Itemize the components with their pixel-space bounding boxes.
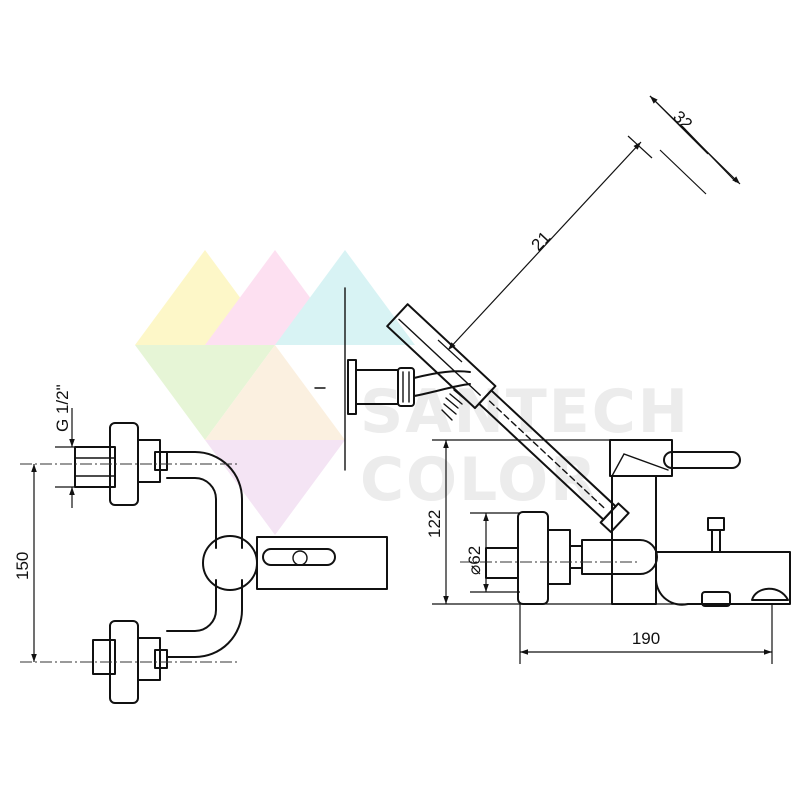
side-view [432, 439, 791, 607]
length-label: 190 [632, 629, 660, 648]
handshower-width-dimension: 32 [649, 95, 741, 195]
aerator [701, 591, 731, 607]
handshower-length-label: 21 [528, 228, 555, 255]
lever-pin [292, 550, 308, 566]
lower-elbow-outer [166, 579, 243, 658]
upper-elbow-inner [166, 477, 217, 549]
center-distance-dimension: 150 [13, 464, 37, 662]
height-label: 122 [425, 510, 444, 538]
center-distance-label: 150 [13, 552, 32, 580]
diameter-label: ⌀62 [465, 546, 484, 575]
watermark-line-2: COLOR [360, 445, 598, 515]
side-lever [663, 451, 741, 469]
diverter-knob [707, 517, 725, 531]
length-dimension: 190 [519, 604, 773, 664]
mixer-body-circle [202, 535, 258, 591]
upper-elbow-outer [166, 451, 243, 549]
thread-dimension: G 1/2" [53, 384, 95, 508]
hand-shower-cap [599, 502, 630, 534]
handshower-length-dimension: 21 [437, 135, 653, 363]
height-dimension: 122 [425, 440, 449, 604]
handshower-width-label: 32 [669, 107, 696, 134]
side-spout [655, 551, 791, 606]
diameter-dimension: ⌀62 [465, 513, 489, 592]
thread-label: G 1/2" [53, 384, 72, 432]
lower-elbow-inner [166, 579, 217, 632]
diverter-stem [711, 529, 721, 553]
hose-upper [413, 370, 471, 379]
watermark: SANTECH COLOR [135, 250, 688, 535]
side-pipe [581, 539, 658, 575]
front-view [20, 422, 388, 704]
side-connector-flange [517, 511, 549, 605]
spout-body [256, 536, 388, 590]
shower-outlet [751, 587, 789, 601]
side-connector-stub [485, 547, 519, 579]
hose-lower [413, 383, 471, 397]
